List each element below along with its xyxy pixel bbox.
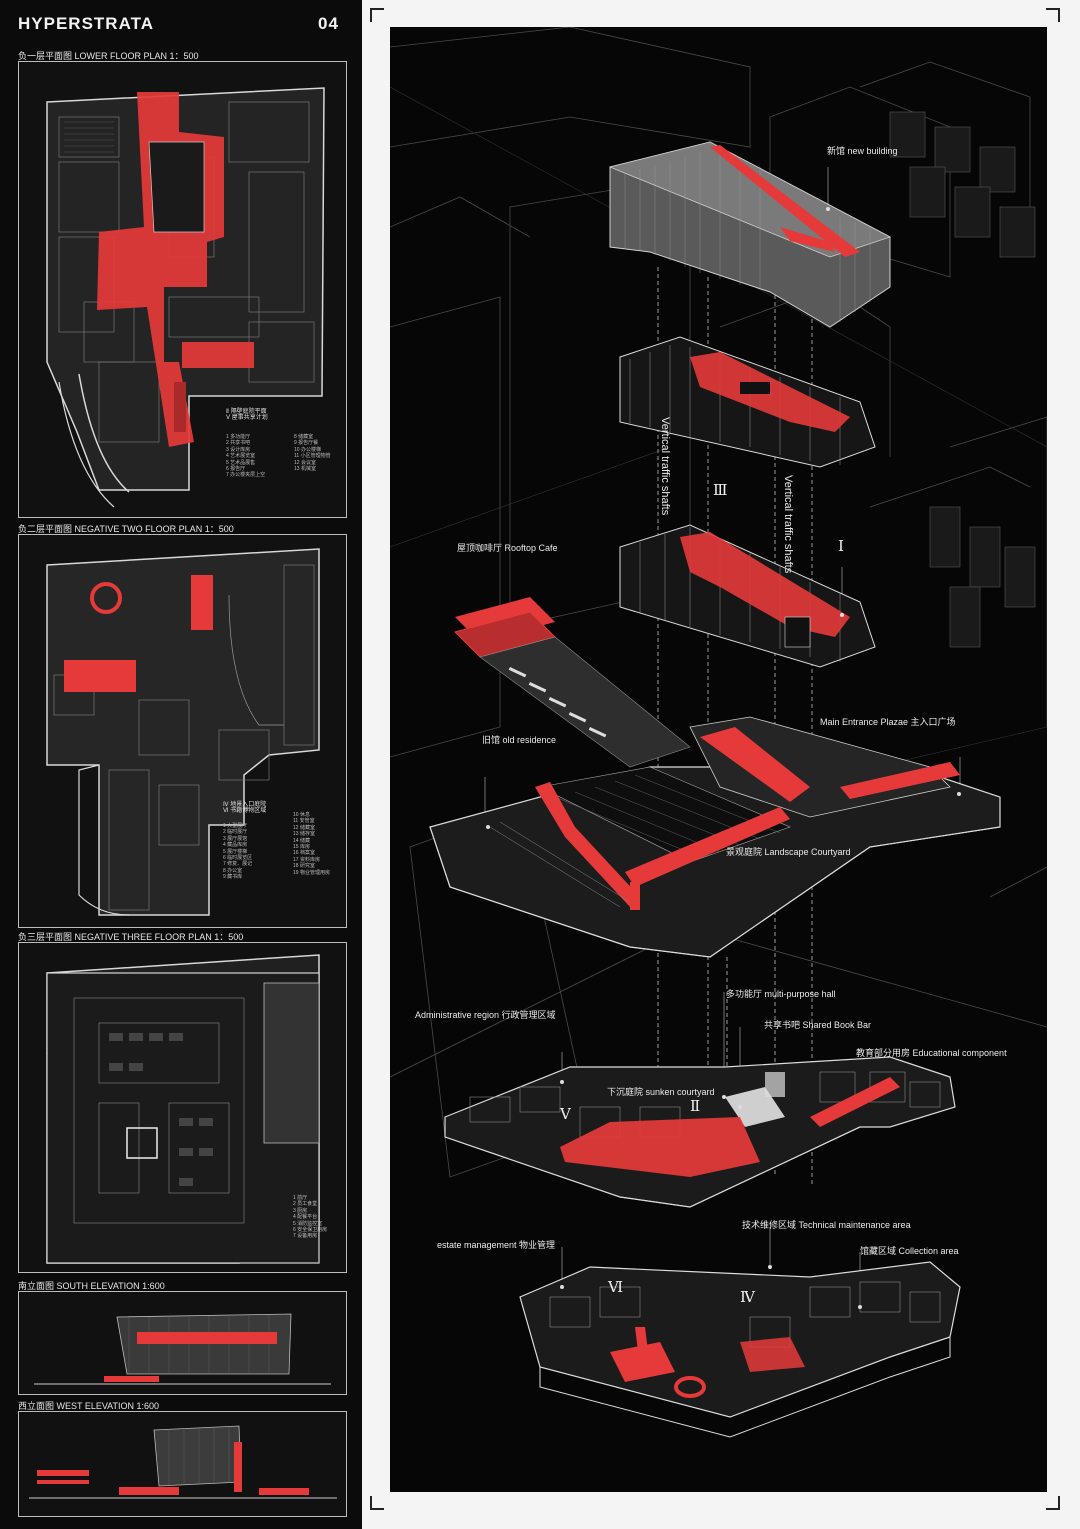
legend-item: 12 会议室 <box>294 459 316 466</box>
roman-label-6: Ⅵ <box>608 1280 624 1296</box>
lower-floor-plan: Ⅱ 隔壁庭院平面 Ⅴ 屋事共享计划 1 多功能厅 2 共享书吧 3 设计库房 4… <box>18 61 347 518</box>
legend-item: 2 员工食堂 <box>293 1201 318 1208</box>
west-elevation-caption: 西立面图 WEST ELEVATION 1:600 <box>18 1401 160 1411</box>
legend-roman: Ⅳ 地景入口庭院 <box>223 802 267 808</box>
legend-item: 6 临时展览区 <box>223 855 253 862</box>
roman-label-4: Ⅳ <box>740 1290 755 1306</box>
neg3-floor-plan: 1 前厅 2 员工食堂 3 厨房 4 配餐平台 5 消防监控室 6 安全保卫用房… <box>18 942 347 1273</box>
legend-item: 2 临时展厅 <box>223 829 248 836</box>
legend-item: 9 报告厅餐 <box>294 440 319 447</box>
roman-label-2: Ⅱ <box>690 1099 701 1115</box>
legend-item: 14 储藏 <box>293 837 310 844</box>
legend-item: 7 修复、展记 <box>223 861 253 868</box>
drawing-sheet-left: HYPERSTRATA 04 负一层平面图 LOWER FLOOR PLAN 1… <box>0 0 362 1529</box>
label-technical-maintenance: 技术维修区域 Technical maintenance area <box>742 1220 911 1230</box>
legend-item: 11 小区管理物管 <box>294 453 331 460</box>
legend-roman: Ⅴ 屋事共享计划 <box>226 415 268 422</box>
page-number: 04 <box>318 14 339 33</box>
west-elevation <box>18 1411 347 1517</box>
label-shared-book-bar: 共享书吧 Shared Book Bar <box>764 1020 872 1030</box>
label-estate-management: estate management 物业管理 <box>437 1240 556 1250</box>
legend-item: 5 消防监控室 <box>293 1220 323 1227</box>
legend-item: 3 展厅展馆 <box>223 835 248 842</box>
legend-item: 4 艺术展览室 <box>226 453 256 460</box>
label-multipurpose-hall: 多功能厅 multi-purpose hall <box>726 989 836 999</box>
legend-item: 2 共享书吧 <box>226 440 251 447</box>
south-elevation <box>18 1291 347 1395</box>
legend-item: 10 办公楼梯 <box>294 446 321 453</box>
crop-mark <box>1046 8 1060 22</box>
legend-item: 4 配餐平台 <box>293 1214 318 1221</box>
legend-item: 12 储藏室 <box>293 824 315 831</box>
legend-roman: Ⅵ 书籍博物区域 <box>223 808 267 815</box>
legend-item: 5 展厅楼梯 <box>223 848 248 855</box>
label-new-building: 新馆 new building <box>827 146 898 156</box>
legend-item: 1 大型展厅 <box>223 823 248 829</box>
roman-label-5: Ⅴ <box>560 1107 571 1123</box>
crop-mark <box>1046 1496 1060 1510</box>
label-sunken-courtyard: 下沉庭院 sunken courtyard <box>607 1087 715 1097</box>
label-educational-component: 教育部分用房 Educational component <box>856 1048 1007 1058</box>
label-main-entrance: Main Entrance Plazae 主入口广场 <box>820 717 956 727</box>
legend-item: 1 前厅 <box>293 1195 308 1201</box>
label-administrative-region: Administrative region 行政管理区域 <box>415 1010 556 1020</box>
lower-floor-caption: 负一层平面图 LOWER FLOOR PLAN 1：500 <box>18 51 199 61</box>
legend-item: 13 机械室 <box>294 466 316 473</box>
legend-item: 8 储藏室 <box>294 434 314 440</box>
legend-item: 17 资料库房 <box>293 856 320 863</box>
south-elevation-caption: 南立面图 SOUTH ELEVATION 1:600 <box>18 1281 165 1291</box>
neg2-floor-caption: 负二层平面图 NEGATIVE TWO FLOOR PLAN 1：500 <box>18 524 234 534</box>
legend-item: 11 安管室 <box>293 818 315 825</box>
legend-item: 9 藏书库 <box>223 874 243 881</box>
neg3-floor-caption: 负三层平面图 NEGATIVE THREE FLOOR PLAN 1：500 <box>18 932 244 942</box>
legend-item: 15 库房 <box>293 844 310 851</box>
legend-item: 10 休息 <box>293 812 310 818</box>
crop-mark <box>370 8 384 22</box>
roman-label-3: Ⅲ <box>713 483 728 499</box>
legend-roman: Ⅱ 隔壁庭院平面 <box>226 409 267 415</box>
legend-item: 4 藏品库房 <box>223 842 248 849</box>
neg2-floor-plan: Ⅳ 地景入口庭院 Ⅵ 书籍博物区域 1 大型展厅 2 临时展厅 3 展厅展馆 4… <box>18 534 347 928</box>
label-collection-area: 馆藏区域 Collection area <box>860 1246 959 1256</box>
crop-mark <box>370 1496 384 1510</box>
legend-item: 7 设备用房 <box>293 1233 318 1240</box>
legend-item: 6 安全保卫用房 <box>293 1227 328 1234</box>
legend-item: 5 艺术品展售 <box>226 459 256 466</box>
legend-item: 6 报告厅 <box>226 466 246 473</box>
exploded-axonometric: 新馆 new building Vertical traffic shafts … <box>390 27 1047 1492</box>
legend-item: 3 厨房 <box>293 1207 308 1214</box>
label-landscape-courtyard: 景观庭院 Landscape Courtyard <box>726 847 851 857</box>
legend-item: 1 多功能厅 <box>226 434 251 440</box>
legend-item: 13 储存室 <box>293 831 315 838</box>
legend-item: 8 办公室 <box>223 867 243 874</box>
legend-item: 3 设计库房 <box>226 446 251 453</box>
label-rooftop-cafe: 屋顶咖啡厅 Rooftop Cafe <box>457 543 558 553</box>
label-vertical-traffic-2: Vertical traffic shafts <box>782 475 794 574</box>
legend-item: 18 研究室 <box>293 863 315 870</box>
label-old-residence: 旧馆 old residence <box>482 735 557 745</box>
roman-label-1: Ⅰ <box>838 539 844 555</box>
legend-item: 19 物业管理用房 <box>293 869 330 876</box>
legend-item: 7 办公楼夹层上空 <box>226 472 266 479</box>
label-vertical-traffic-1: Vertical traffic shafts <box>659 417 671 516</box>
legend-item: 16 档案室 <box>293 850 315 857</box>
project-title: HYPERSTRATA <box>18 14 154 33</box>
